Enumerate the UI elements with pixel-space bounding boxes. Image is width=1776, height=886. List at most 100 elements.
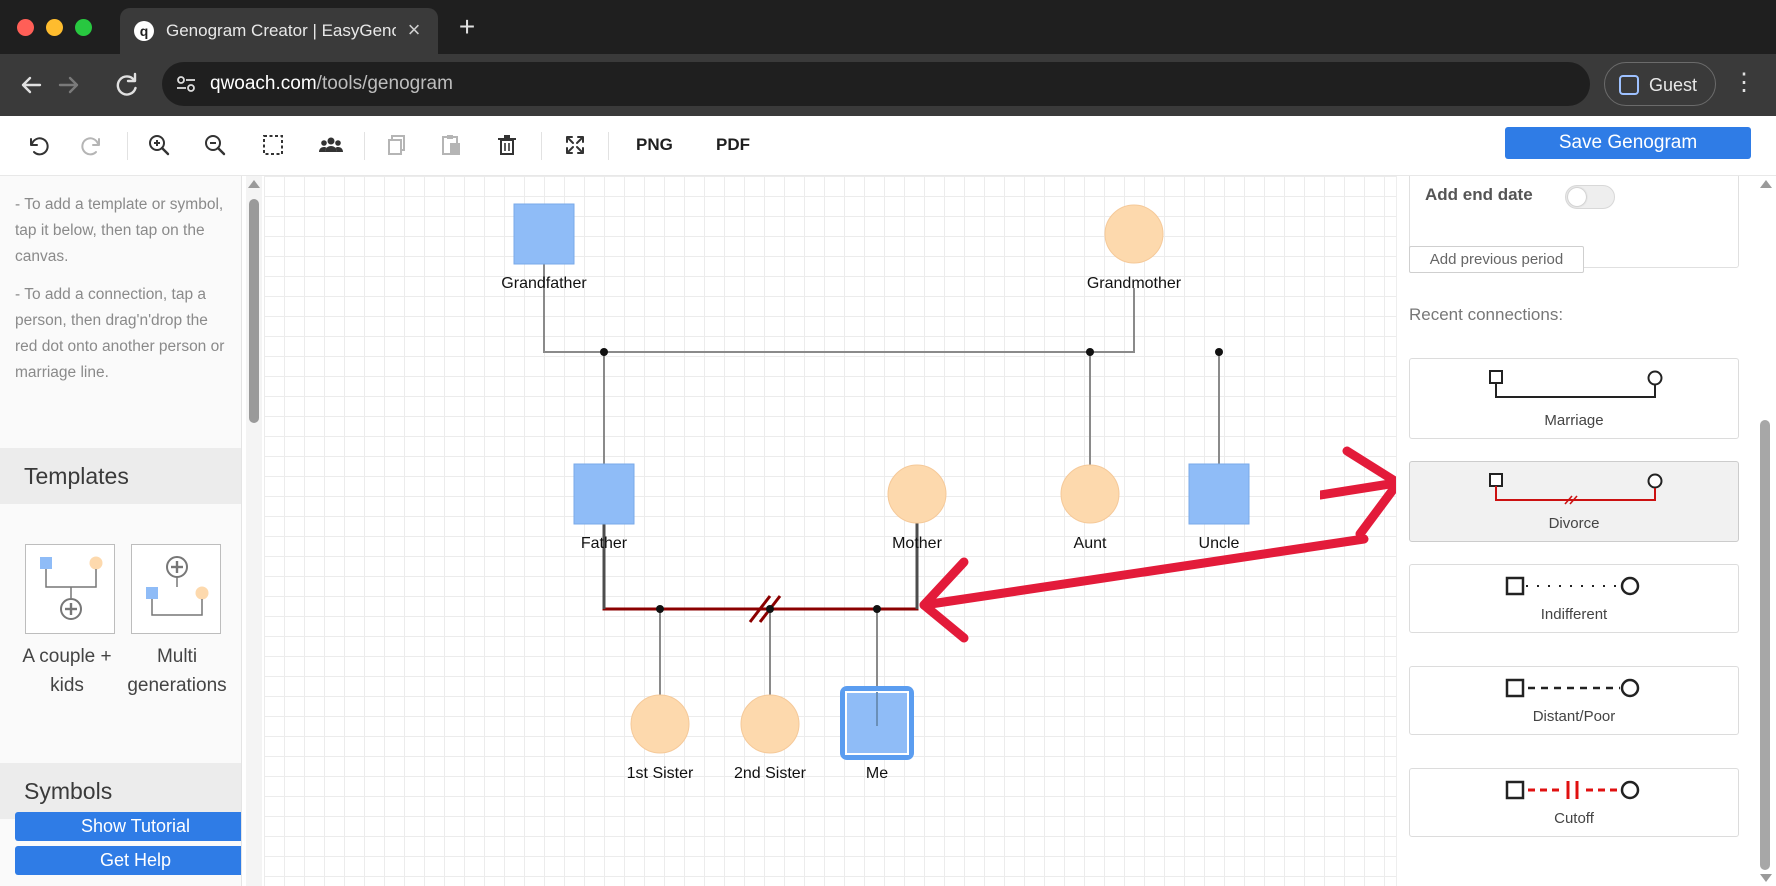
cutoff-line-icon (1505, 780, 1640, 800)
connection-marriage[interactable]: Marriage (1409, 358, 1739, 439)
right-panel: Add end date Add previous period Recent … (1396, 176, 1776, 886)
indifferent-line-icon (1505, 576, 1640, 596)
person-mother-symbol[interactable] (887, 464, 947, 524)
genogram-drawing: Grandfather Grandmother Father Mother Au… (501, 203, 1369, 782)
connection-node[interactable] (656, 605, 664, 613)
select-area-icon[interactable] (258, 130, 288, 160)
connection-distant-poor[interactable]: Distant/Poor (1409, 666, 1739, 735)
template-label-line: generations (127, 675, 227, 696)
url-path: /tools/genogram (316, 73, 453, 94)
right-panel-scroll-thumb[interactable] (1760, 420, 1770, 870)
paste-icon[interactable] (436, 130, 466, 160)
annotation-double-arrow (919, 534, 1369, 643)
connection-label: Divorce (1548, 515, 1600, 532)
forward-arrow-icon[interactable] (54, 70, 84, 100)
help-template-text: - To add a template or symbol, tap it be… (15, 196, 224, 265)
templates-heading: Templates (0, 448, 241, 504)
undo-icon[interactable] (22, 130, 52, 160)
help-connection-text: - To add a connection, tap a person, the… (15, 286, 225, 381)
toolbar-divider (541, 132, 542, 160)
browser-toolbar: qwoach.com/tools/genogram Guest ⋮ (0, 54, 1776, 116)
close-tab-icon[interactable]: × (407, 17, 421, 42)
back-arrow-icon[interactable] (16, 70, 46, 100)
right-scroll-up-icon[interactable] (1760, 180, 1772, 188)
left-panel: - To add a template or symbol, tap it be… (0, 176, 242, 886)
person-2nd-sister-symbol[interactable] (740, 694, 800, 754)
editor-toolbar: PNG PDF Save Genogram (0, 116, 1776, 176)
browser-titlebar: q Genogram Creator | EasyGenogram × + (0, 0, 1776, 54)
url-text: qwoach.com/tools/genogram (210, 72, 453, 96)
person-aunt-symbol[interactable] (1060, 464, 1120, 524)
person-father-symbol[interactable] (573, 463, 635, 525)
copy-icon[interactable] (382, 130, 412, 160)
genogram-canvas[interactable]: Grandfather Grandmother Father Mother Au… (264, 176, 1396, 886)
template-couple-kids[interactable] (25, 544, 115, 634)
zoom-out-icon[interactable] (200, 130, 230, 160)
reload-icon[interactable] (112, 70, 142, 100)
export-png-button[interactable]: PNG (636, 135, 673, 154)
end-date-label: Add end date (1425, 185, 1533, 204)
connection-node[interactable] (766, 605, 774, 613)
connection-indifferent[interactable]: Indifferent (1409, 564, 1739, 633)
add-previous-period-button[interactable]: Add previous period (1409, 246, 1584, 273)
label-grandfather: Grandfather (501, 275, 587, 292)
label-uncle: Uncle (1199, 535, 1240, 552)
profile-icon (1619, 75, 1639, 95)
show-tutorial-button[interactable]: Show Tutorial (15, 812, 241, 841)
template-couple-kids-label: A couple + kids (7, 642, 127, 700)
parents-divorce-line[interactable] (602, 522, 919, 611)
more-menu-icon[interactable]: ⋮ (1732, 69, 1756, 96)
recent-connections-label: Recent connections: (1409, 305, 1564, 324)
connection-label: Indifferent (1540, 606, 1608, 623)
label-mother: Mother (892, 535, 942, 552)
maximize-window-button[interactable] (75, 19, 92, 36)
toolbar-divider (608, 132, 609, 160)
get-help-button[interactable]: Get Help (15, 846, 241, 875)
label-father: Father (581, 535, 628, 552)
export-pdf-button[interactable]: PDF (716, 135, 750, 154)
connection-divorce[interactable]: Divorce (1409, 461, 1739, 542)
profile-label: Guest (1649, 75, 1698, 95)
close-window-button[interactable] (17, 19, 34, 36)
label-2nd-sister: 2nd Sister (734, 765, 807, 782)
person-1st-sister-symbol[interactable] (630, 694, 690, 754)
marriage-line-icon (1489, 370, 1663, 398)
address-bar[interactable]: qwoach.com/tools/genogram (162, 62, 1590, 106)
person-grandmother-symbol[interactable] (1104, 204, 1164, 264)
profile-button[interactable]: Guest (1604, 62, 1716, 106)
divorce-slash-mark (748, 595, 772, 623)
connection-label: Distant/Poor (1532, 708, 1616, 725)
connection-node[interactable] (873, 605, 881, 613)
connection-label: Marriage (1544, 412, 1604, 429)
left-panel-scroll-thumb[interactable] (249, 199, 259, 423)
end-date-toggle[interactable] (1565, 185, 1615, 209)
connection-node[interactable] (1215, 348, 1223, 356)
site-info-icon[interactable] (176, 75, 196, 93)
symbols-heading: Symbols (0, 763, 241, 819)
template-label-line: Multi (156, 646, 198, 667)
label-1st-sister: 1st Sister (627, 765, 694, 782)
scroll-up-arrow-icon[interactable] (248, 180, 260, 188)
template-multi-generations[interactable] (131, 544, 221, 634)
person-grandfather-symbol[interactable] (513, 203, 575, 265)
fit-screen-icon[interactable] (560, 130, 590, 160)
connection-node[interactable] (600, 348, 608, 356)
toolbar-divider (127, 132, 128, 160)
person-uncle-symbol[interactable] (1188, 463, 1250, 525)
connection-cutoff[interactable]: Cutoff (1409, 768, 1739, 837)
delete-icon[interactable] (492, 130, 522, 160)
url-host: qwoach.com (210, 73, 317, 94)
browser-tab[interactable]: q Genogram Creator | EasyGenogram × (120, 8, 438, 54)
group-icon[interactable] (316, 130, 346, 160)
tab-title: Genogram Creator | EasyGenogram (166, 21, 396, 40)
save-genogram-button[interactable]: Save Genogram (1505, 127, 1751, 159)
grandparents-marriage-line[interactable] (543, 236, 1135, 353)
new-tab-icon[interactable]: + (458, 11, 476, 42)
minimize-window-button[interactable] (46, 19, 63, 36)
zoom-in-icon[interactable] (144, 130, 174, 160)
redo-icon[interactable] (78, 130, 108, 160)
connection-node[interactable] (1086, 348, 1094, 356)
template-label-line: kids (50, 675, 84, 696)
right-scroll-down-icon[interactable] (1760, 874, 1772, 882)
template-multi-generations-label: Multi generations (117, 642, 237, 700)
